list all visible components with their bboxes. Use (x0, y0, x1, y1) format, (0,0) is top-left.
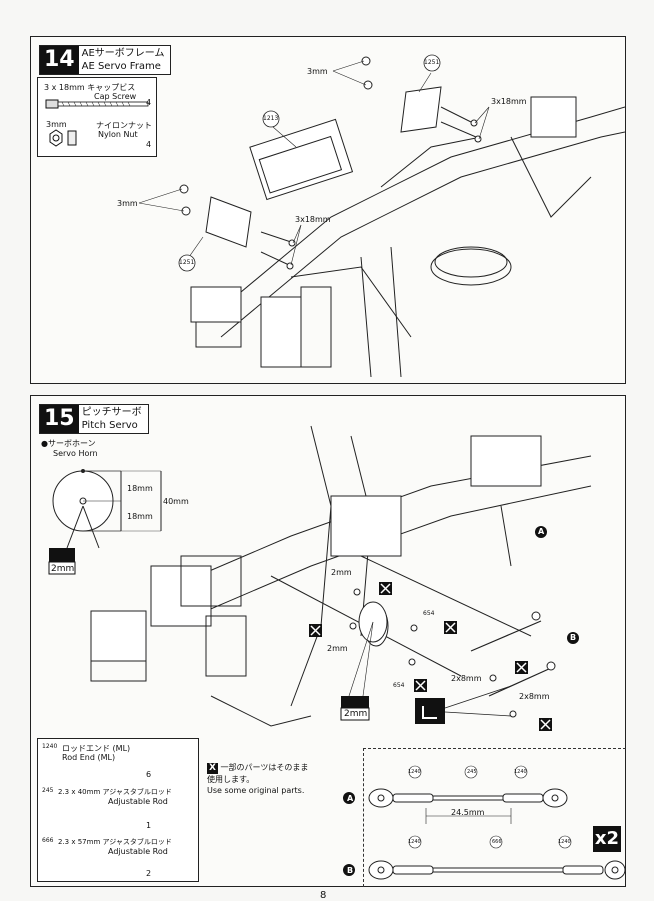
step-14-illustration (138, 54, 625, 378)
screw-icon (45, 99, 149, 147)
rod-assembly-box (363, 748, 626, 887)
part-qty: 4 (146, 140, 152, 149)
step-title-jp: ピッチサーボ (81, 407, 142, 418)
step-15-illustration (40, 425, 625, 880)
rod-b-end-left: 1240 (408, 839, 421, 845)
part-name-en: Adjustable Rod (108, 797, 168, 806)
note-en: Use some original parts. (207, 786, 305, 795)
part-name-en: Rod End (ML) (62, 753, 116, 762)
parts-list: 1240 ロッドエンド (ML) Rod End (ML) 6 245 2.3 … (37, 738, 199, 882)
rod-a-end-right: 1240 (514, 769, 527, 775)
part-number-654: 654 (423, 610, 435, 617)
step-number: 15 (40, 405, 79, 433)
dimension-2mm: 2mm (51, 564, 75, 574)
part-name-jp: 3 x 18mm キャップビス (44, 83, 136, 92)
rod-a-label: A (347, 794, 354, 803)
part-number-1251: 1251 (179, 259, 195, 266)
part-name-en: Nylon Nut (98, 130, 138, 139)
label-a: A (538, 527, 545, 536)
callout-2x8mm: 2x8mm (519, 692, 550, 701)
rod-a-length: 24.5mm (451, 808, 485, 817)
part-name-jp: ナイロンナット (96, 121, 152, 130)
callout-2mm: 2mm (344, 709, 368, 719)
step-title-en: Pitch Servo (81, 420, 138, 431)
servo-horn-label-en: Servo Horn (53, 449, 98, 458)
step-15-header: 15 ピッチサーボ Pitch Servo (39, 404, 149, 434)
part-size: 3mm (46, 120, 67, 129)
part-qty: 4 (146, 98, 152, 107)
quantity-multiplier: x2 (593, 826, 621, 852)
dimension-18mm: 18mm (127, 512, 153, 521)
x-icon: X (207, 763, 218, 774)
callout-nut-size: 3mm (307, 67, 328, 76)
step-title-en: AE Servo Frame (81, 61, 161, 72)
parts-list: 3 x 18mm キャップビス Cap Screw 4 3mm ナイロンナット … (37, 77, 157, 157)
callout-2x8mm: 2x8mm (451, 674, 482, 683)
rod-b-mid: 666 (492, 839, 502, 845)
callout-nut-size: 3mm (117, 199, 138, 208)
label-b: B (570, 633, 577, 642)
part-number-1251: 1251 (424, 59, 440, 66)
servo-horn-label-jp: ●サーボホーン (41, 439, 96, 448)
part-number: 245 (42, 787, 54, 794)
dimension-18mm: 18mm (127, 484, 153, 493)
part-name-jp: 2.3 x 40mm アジャスタブルロッド (58, 788, 172, 796)
step-14-panel: 14 AEサーボフレーム AE Servo Frame 3 x 18mm キャッ… (30, 36, 626, 384)
note-jp-line1: 一部のパーツはそのまま (220, 763, 309, 772)
rod-b-label: B (347, 866, 354, 875)
part-qty: 2 (146, 869, 152, 878)
callout-screw-size: 3x18mm (295, 215, 331, 224)
rod-b-end-right: 1240 (558, 839, 571, 845)
callout-2mm: 2mm (331, 568, 352, 577)
part-qty: 1 (146, 821, 152, 830)
part-number-1213: 1213 (263, 115, 279, 122)
part-qty: 6 (146, 770, 152, 779)
step-title-jp: AEサーボフレーム (81, 48, 165, 59)
rod-a-mid: 245 (467, 769, 477, 775)
step-15-panel: 15 ピッチサーボ Pitch Servo ●サーボホーン Servo Horn (30, 395, 626, 887)
part-number: 666 (42, 837, 54, 844)
note-jp-line2: 使用します。 (207, 775, 255, 784)
callout-screw-size: 3x18mm (491, 97, 527, 106)
step-number: 14 (40, 46, 79, 74)
part-name-jp: 2.3 x 57mm アジャスタブルロッド (58, 838, 172, 846)
dimension-40mm: 40mm (163, 497, 189, 506)
part-name-jp: ロッドエンド (ML) (62, 744, 131, 753)
part-name-en: Cap Screw (94, 92, 137, 101)
step-14-header: 14 AEサーボフレーム AE Servo Frame (39, 45, 172, 75)
part-number: 1240 (42, 743, 58, 750)
rod-a-end-left: 1240 (408, 769, 421, 775)
page-number: 8 (320, 890, 327, 901)
part-name-en: Adjustable Rod (108, 847, 168, 856)
original-parts-note: X 一部のパーツはそのまま 使用します。 Use some original p… (207, 762, 308, 796)
part-number-654: 654 (393, 682, 405, 689)
callout-2mm: 2mm (327, 644, 348, 653)
